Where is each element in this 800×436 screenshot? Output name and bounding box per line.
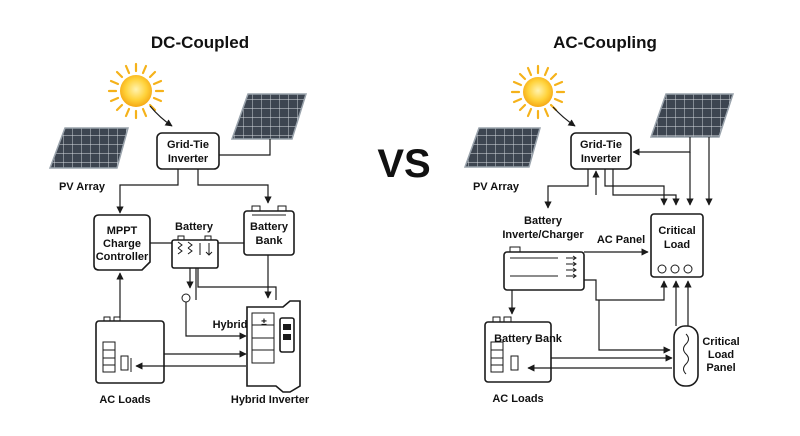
ac-panel-label: AC Panel <box>597 234 645 246</box>
dc-title: DC-Coupled <box>151 33 249 52</box>
svg-text:Charge: Charge <box>103 238 141 250</box>
dc-mppt-charge-controller: MPPT Charge Controller <box>93 214 151 271</box>
dc-hybrid-inverter: ± <box>246 300 301 393</box>
svg-text:Grid-Tie: Grid-Tie <box>580 139 622 151</box>
ac-solar-panel-left-icon <box>463 127 541 168</box>
dc-battery-bank: Battery Bank <box>243 205 295 256</box>
ac-critical-panel-label2: Load <box>708 349 734 361</box>
dc-solar-panel-left-icon <box>48 127 129 169</box>
dc-ac-loads-label: AC Loads <box>99 394 150 406</box>
dc-ac-loads-box <box>95 316 165 384</box>
vs-label: VS <box>377 142 430 186</box>
ac-batt-inv-label2: Inverte/Charger <box>502 229 584 241</box>
dc-hybrid-inverter-label: Hybrid Inverter <box>231 394 310 406</box>
ac-pv-array-label: PV Array <box>473 181 520 193</box>
svg-text:Controller: Controller <box>96 251 149 263</box>
svg-text:Load: Load <box>664 239 690 251</box>
dc-solar-panel-right-icon <box>230 93 308 140</box>
svg-text:Inverter: Inverter <box>168 153 209 165</box>
ac-grid-tie-inverter: Grid-Tie Inverter <box>570 132 632 170</box>
ac-title: AC-Coupling <box>553 33 657 52</box>
svg-text:Grid-Tie: Grid-Tie <box>167 139 209 151</box>
dc-sun-icon <box>107 62 165 120</box>
svg-text:Critical: Critical <box>658 225 695 237</box>
dc-pv-array-label: PV Array <box>59 181 106 193</box>
ac-critical-panel-label1: Critical <box>702 336 739 348</box>
svg-text:MPPT: MPPT <box>107 225 138 237</box>
ac-batt-inv-label1: Battery <box>524 215 563 227</box>
dc-hybrid-plus-icon: ± <box>261 317 267 328</box>
ac-critical-load-panel <box>673 325 699 387</box>
ac-ac-loads-label: AC Loads <box>492 393 543 405</box>
svg-text:Battery: Battery <box>250 221 289 233</box>
svg-text:Inverter: Inverter <box>581 153 622 165</box>
dc-hybrid-label: Hybrid <box>213 319 248 331</box>
dc-battery-icon <box>171 235 219 269</box>
ac-battery-bank-box <box>484 316 552 383</box>
ac-critical-load: Critical Load <box>650 213 704 278</box>
dc-grid-tie-inverter: Grid-Tie Inverter <box>156 132 220 170</box>
dc-battery-label: Battery <box>175 221 214 233</box>
ac-battery-bank-label: Battery Bank <box>494 333 563 345</box>
svg-text:Bank: Bank <box>256 235 284 247</box>
ac-solar-panel-right-icon <box>649 93 735 138</box>
ac-battery-inverter-charger <box>503 246 585 291</box>
ac-critical-panel-label3: Panel <box>706 362 735 374</box>
